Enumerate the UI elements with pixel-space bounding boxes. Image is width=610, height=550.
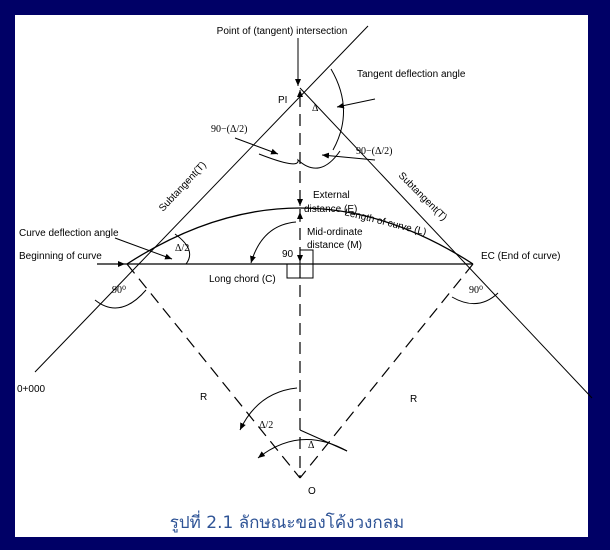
pi-title-label: Point of (tangent) intersection [217,26,348,37]
figure-caption: รูปที่ 2.1 ลักษณะของโค้งวงกลม [170,510,405,533]
mid-ordinate-label: distance (M) [307,240,362,251]
center-o-label: O [308,486,316,497]
right-angle-right-label: 90⁰ [469,285,483,296]
forward-tangent-line [299,87,593,399]
long-chord-label: Long chord (C) [209,274,276,285]
figure-panel [15,15,588,537]
external-label: distance (E) [304,204,357,215]
back-tangent-line [34,25,369,373]
radius-right-label: R [410,394,417,405]
tangent-deflection-arc [330,68,344,151]
radius-left-label: R [200,392,207,403]
curve-deflection-arc [174,233,191,265]
angle-right-label: 90−(Δ/2) [356,146,393,157]
curve-arc [126,207,474,265]
delta-label: Δ [312,103,319,114]
ninety-label: 90 [282,249,294,260]
radius-right [299,263,474,479]
subtangent-right-label: Subtangent(T) [396,170,449,223]
beginning-of-curve-label: Beginning of curve [19,251,102,262]
radius-left [126,263,301,479]
half-delta-label: Δ/2 [175,243,189,254]
center-delta-label: Δ [308,440,315,451]
right-angle-left-label: 90⁰ [112,285,126,296]
center-half-delta-label: Δ/2 [259,420,273,431]
right-angle-arc-left [94,289,147,309]
end-of-curve-label: EC (End of curve) [481,251,560,262]
mid-ordinate-arc [250,221,297,264]
pi-angle-arc [258,150,341,169]
angle-left-label: 90−(Δ/2) [211,124,248,135]
right-angle-arc-right [451,292,499,304]
mid-ordinate-label: Mid-ordinate [307,227,363,238]
pi-label: PI [278,95,287,106]
right-angle-box [286,263,301,279]
station-label: 0+000 [17,384,46,395]
external-label: External [313,190,350,201]
half-delta-arc [239,387,298,431]
curve-deflection-label: Curve deflection angle [19,228,119,239]
tangent-deflection-label: Tangent deflection angle [357,69,466,80]
subtangent-left-label: Subtangent(T) [157,160,209,214]
